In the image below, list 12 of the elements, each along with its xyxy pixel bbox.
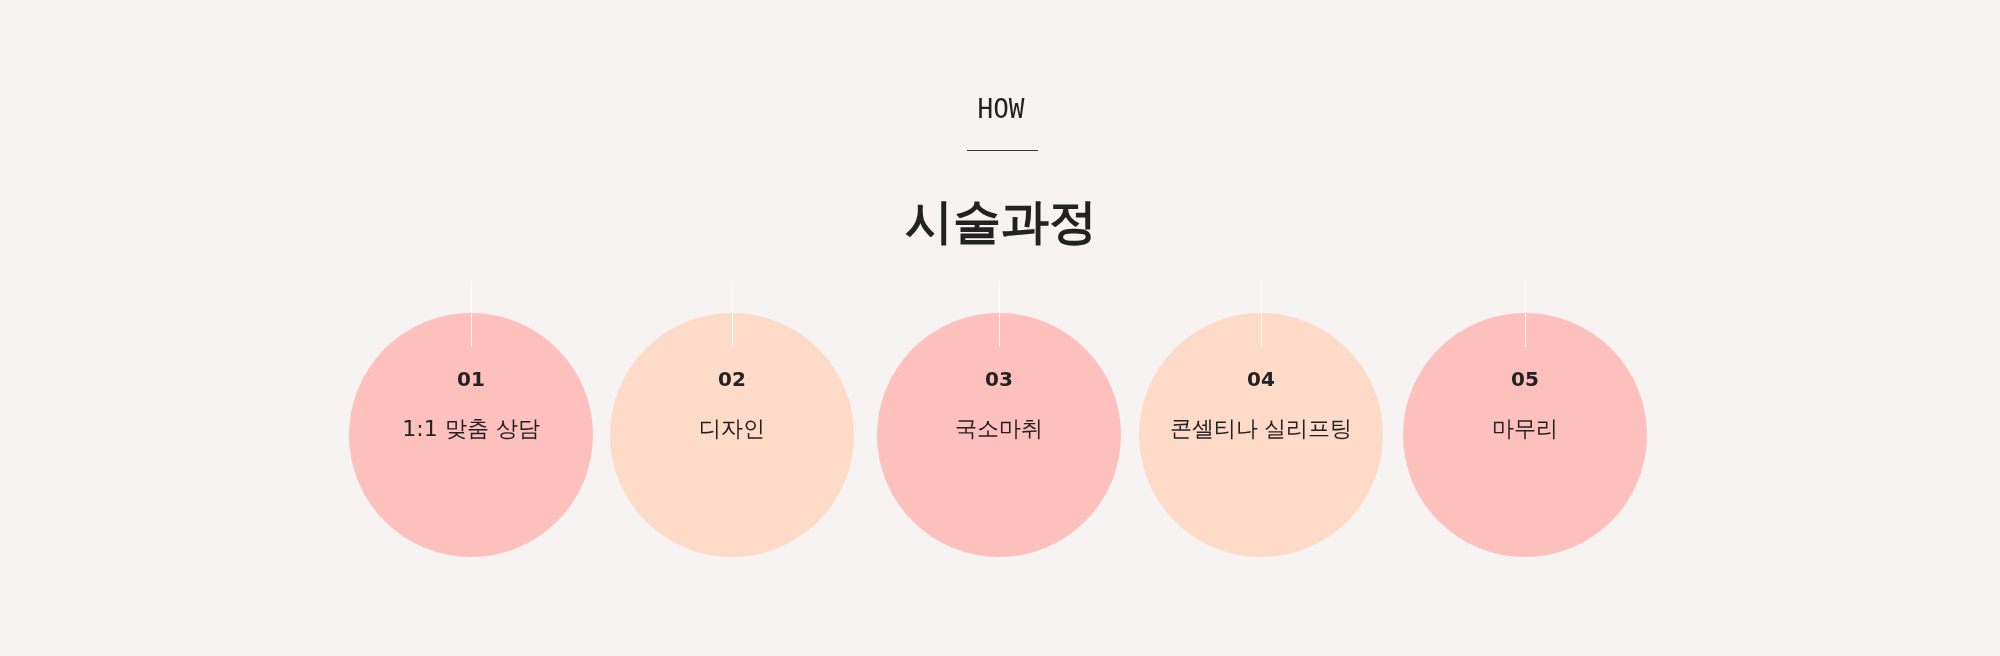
step-number: 01 xyxy=(456,367,486,391)
step-label: 1:1 맞춤 상담 xyxy=(401,415,541,443)
step-number: 02 xyxy=(717,367,747,391)
section-label: HOW xyxy=(977,94,1025,124)
step-number: 03 xyxy=(984,367,1014,391)
step-label: 국소마취 xyxy=(954,415,1044,443)
diagram-title: 시술과정 xyxy=(905,192,1097,251)
step-number: 04 xyxy=(1246,367,1276,391)
step-label: 콘셀티나 실리프팅 xyxy=(1168,415,1354,443)
step-number: 05 xyxy=(1510,367,1540,391)
step-label: 디자인 xyxy=(698,415,766,443)
step-label: 마무리 xyxy=(1491,415,1559,443)
